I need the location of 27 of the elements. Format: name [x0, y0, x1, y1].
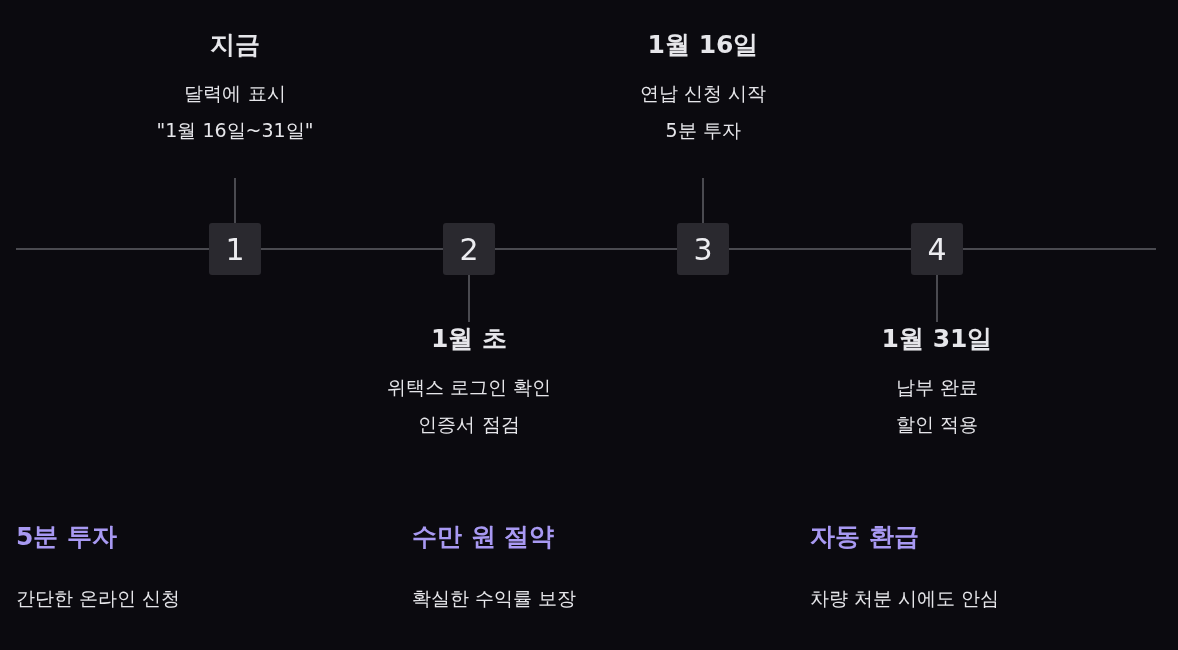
benefit-heading: 자동 환급	[810, 521, 919, 553]
milestone-heading: 1월 31일	[881, 323, 993, 355]
milestone-description: 위택스 로그인 확인 인증서 점검	[386, 375, 552, 437]
step-number-badge: 2	[443, 223, 495, 275]
benefit-heading: 수만 원 절약	[412, 521, 555, 553]
step-number-badge: 1	[209, 223, 261, 275]
milestone-description: 달력에 표시 "1월 16일~31일"	[156, 81, 314, 143]
connector-line	[936, 274, 938, 323]
milestone-heading: 1월 16일	[647, 29, 759, 61]
step-number-badge: 3	[677, 223, 729, 275]
benefit-description: 차량 처분 시에도 안심	[810, 586, 1000, 611]
timeline-line	[728, 248, 912, 250]
connector-line	[234, 177, 236, 224]
timeline-line	[15, 248, 210, 250]
timeline-line	[494, 248, 678, 250]
timeline-line	[260, 248, 444, 250]
step-number-badge: 4	[911, 223, 963, 275]
milestone-heading: 지금	[210, 29, 260, 61]
benefit-description: 확실한 수익률 보장	[412, 586, 577, 611]
benefit-heading: 5분 투자	[16, 521, 118, 553]
milestone-description: 납부 완료 할인 적용	[895, 375, 978, 437]
connector-line	[702, 177, 704, 224]
connector-line	[468, 274, 470, 323]
milestone-heading: 1월 초	[430, 323, 508, 355]
milestone-description: 연납 신청 시작 5분 투자	[639, 81, 767, 143]
timeline-line	[962, 248, 1157, 250]
benefit-description: 간단한 온라인 신청	[16, 586, 181, 611]
